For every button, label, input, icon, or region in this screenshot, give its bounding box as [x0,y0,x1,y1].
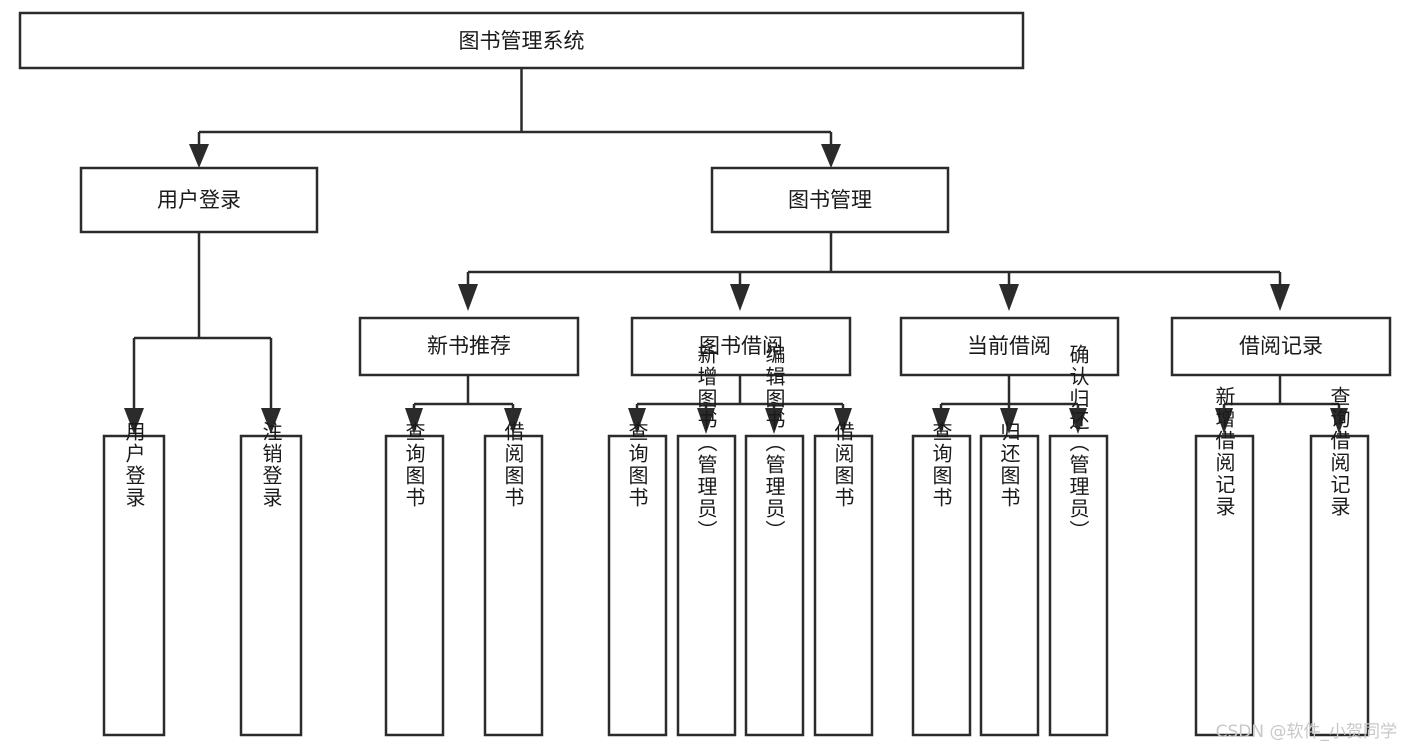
node-leaf-add-record-label: 新增借阅记录 [1212,386,1236,518]
arrow-to-borrow-record [1270,284,1290,311]
node-leaf-borrow-book-1[interactable]: 借阅图书 [483,421,544,737]
node-leaf-query-book-1[interactable]: 查询图书 [384,421,445,737]
node-book-manage[interactable]: 图书管理 [710,166,950,234]
arrow-to-leaf-query-book-2 [628,408,646,434]
arrow-to-leaf-query-book-1 [405,408,423,434]
node-user-login[interactable]: 用户登录 [79,166,319,234]
node-leaf-edit-book-box [744,434,805,737]
node-leaf-add-record-box [1194,434,1255,737]
node-book-borrow-box [630,316,852,377]
arrow-to-leaf-return-book [1000,408,1018,434]
node-leaf-edit-book[interactable]: 编辑图书（管理员） [744,344,805,737]
node-leaf-query-book-3[interactable]: 查询图书 [911,421,972,737]
node-leaf-query-book-2-box [607,434,668,737]
node-leaf-query-record-box [1309,434,1370,737]
node-leaf-return-book[interactable]: 归还图书 [979,421,1040,737]
arrow-to-leaf-borrow-book-1 [504,408,522,434]
arrow-to-book-borrow [730,284,750,311]
node-book-borrow-label: 图书借阅 [699,334,783,358]
node-leaf-add-book-box [676,434,737,737]
csdn-watermark: CSDN @软件_小贺同学 [1215,722,1397,742]
node-borrow-record-box [1170,316,1392,377]
connectors-layer [124,68,1348,434]
node-leaf-borrow-book-1-box [483,434,544,737]
arrow-to-new-book-rec [458,284,478,311]
node-leaf-add-record[interactable]: 新增借阅记录 [1194,386,1255,737]
node-current-borrow-label: 当前借阅 [967,334,1051,358]
arrow-to-current-borrow [999,284,1019,311]
node-current-borrow[interactable]: 当前借阅 [899,316,1120,377]
node-leaf-borrow-book-1-label: 借阅图书 [501,421,525,509]
arrow-to-leaf-user-login [124,408,144,434]
node-leaf-user-login-label: 用户登录 [122,421,146,509]
node-leaf-query-book-1-label: 查询图书 [402,421,426,509]
node-user-login-label: 用户登录 [157,188,241,212]
node-new-book-rec-box [358,316,580,377]
node-leaf-logout-login[interactable]: 注销登录 [239,421,303,737]
node-leaf-edit-book-label: 编辑图书（管理员） [762,344,786,542]
node-root-label: 图书管理系统 [459,29,585,53]
node-leaf-user-login-box [102,434,166,737]
node-user-login-box [79,166,319,234]
arrow-to-leaf-confirm-return [1069,408,1087,434]
arrow-to-leaf-edit-book [765,408,783,434]
node-leaf-query-book-1-box [384,434,445,737]
node-leaf-confirm-return[interactable]: 确认归还（管理员） [1048,344,1109,737]
node-book-manage-box [710,166,950,234]
arrow-to-leaf-logout-login [261,408,281,434]
node-leaf-logout-login-label: 注销登录 [259,421,283,509]
node-borrow-record[interactable]: 借阅记录 [1170,316,1392,377]
arrow-to-leaf-borrow-book-2 [834,408,852,434]
node-current-borrow-box [899,316,1120,377]
node-borrow-record-label: 借阅记录 [1239,334,1323,358]
arrow-to-leaf-add-record [1215,408,1233,434]
node-leaf-confirm-return-label: 确认归还（管理员） [1066,344,1090,542]
arrow-to-leaf-query-book-3 [932,408,950,434]
arrow-to-leaf-add-book [697,408,715,434]
node-new-book-rec-label: 新书推荐 [427,334,511,358]
node-book-borrow[interactable]: 图书借阅 [630,316,852,377]
arrow-to-user-login [189,144,209,168]
node-leaf-borrow-book-2-box [813,434,874,737]
node-leaf-borrow-book-2[interactable]: 借阅图书 [813,421,874,737]
node-leaf-query-book-3-box [911,434,972,737]
node-leaf-borrow-book-2-label: 借阅图书 [831,421,855,509]
node-root[interactable]: 图书管理系统 [18,11,1025,70]
node-leaf-query-book-2-label: 查询图书 [625,421,649,509]
node-leaf-add-book[interactable]: 新增图书（管理员） [676,344,737,737]
node-leaf-query-record[interactable]: 查询借阅记录 [1309,386,1370,737]
node-leaf-query-book-2[interactable]: 查询图书 [607,421,668,737]
node-root-box [18,11,1025,70]
node-leaf-confirm-return-box [1048,434,1109,737]
node-leaf-logout-login-box [239,434,303,737]
arrow-to-leaf-query-record [1330,408,1348,434]
node-leaf-user-login[interactable]: 用户登录 [102,421,166,737]
node-leaf-return-book-label: 归还图书 [997,421,1021,509]
node-leaf-query-book-3-label: 查询图书 [929,421,953,509]
node-leaf-add-book-label: 新增图书（管理员） [694,344,718,542]
node-book-manage-label: 图书管理 [788,188,872,212]
node-new-book-rec[interactable]: 新书推荐 [358,316,580,377]
node-leaf-query-record-label: 查询借阅记录 [1327,386,1351,518]
node-leaf-return-book-box [979,434,1040,737]
arrow-to-book-manage [821,144,841,168]
